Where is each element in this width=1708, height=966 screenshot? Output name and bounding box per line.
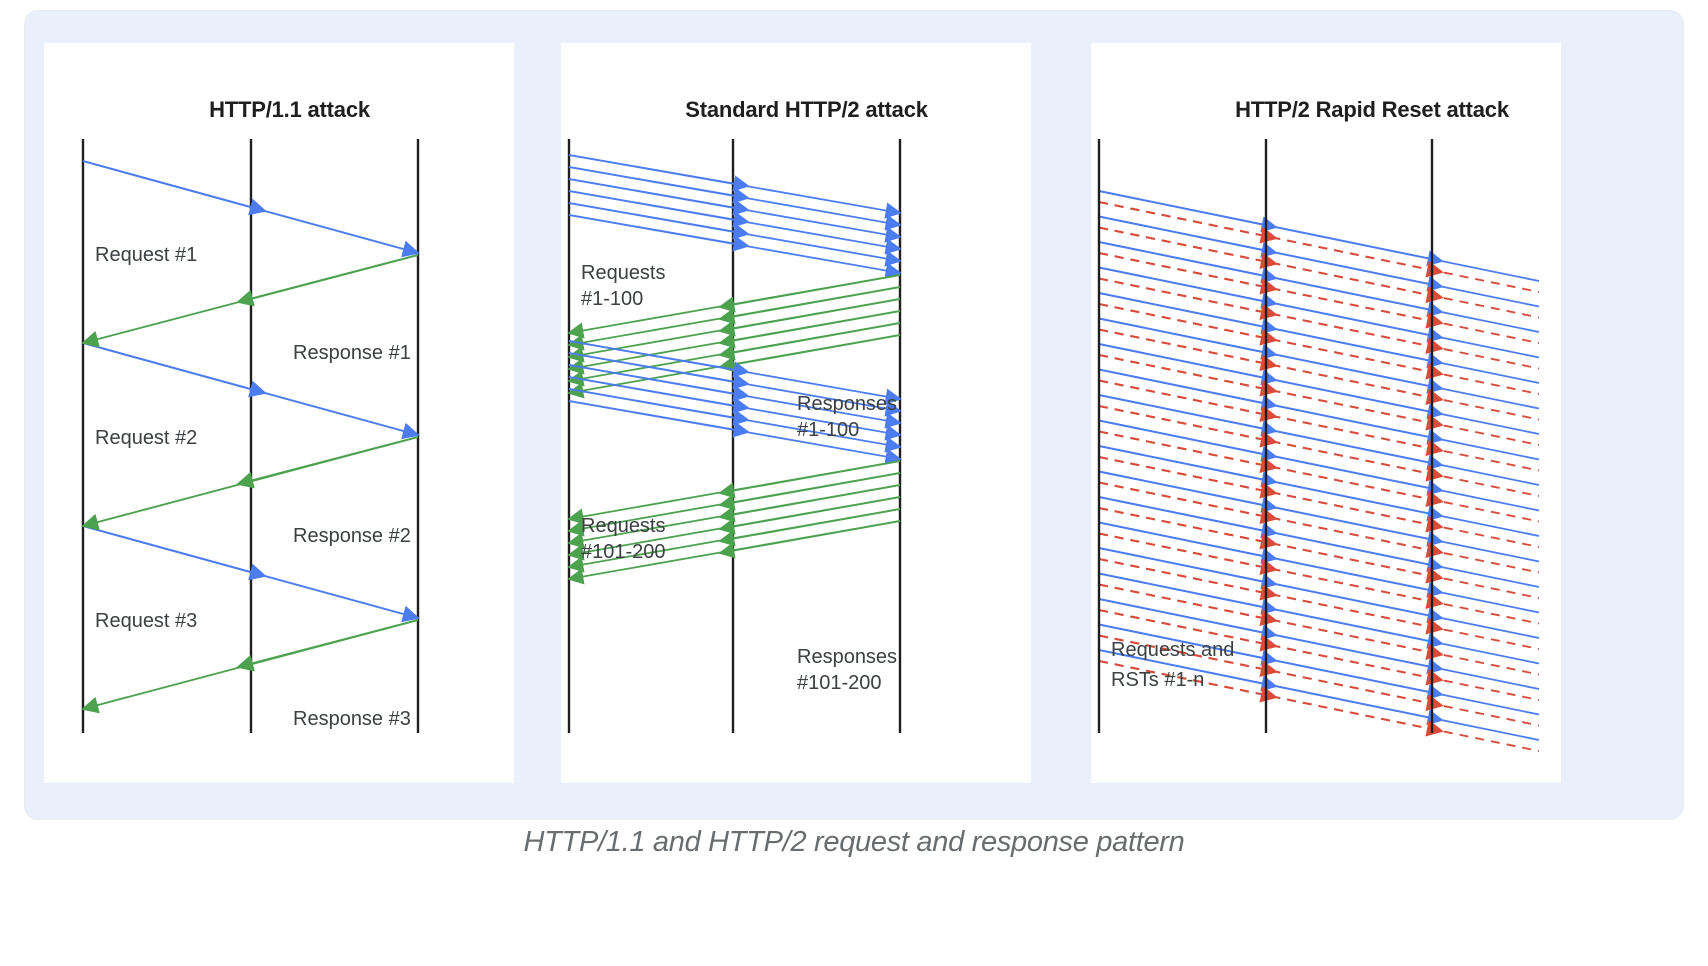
- panel-http11: HTTP/1.1 attack: [35, 21, 544, 811]
- panel-http2-standard-title: Standard HTTP/2 attack: [685, 97, 928, 122]
- figure-caption: HTTP/1.1 and HTTP/2 request and response…: [523, 826, 1185, 858]
- panel-http2-standard-card: [561, 43, 1031, 783]
- panel-http11-title: HTTP/1.1 attack: [209, 97, 370, 122]
- panel-http2-standard: Standard HTTP/2 attack: [552, 21, 1061, 811]
- panel-http2-rapid-reset-card: [1091, 43, 1561, 783]
- figure-frame: HTTP/1.1 attack: [24, 10, 1684, 820]
- panel-http2-rapid-reset-title: HTTP/2 Rapid Reset attack: [1235, 97, 1509, 122]
- panel-http11-card: [44, 43, 514, 783]
- panel-http2-rapid-reset: HTTP/2 Rapid Reset attack: [1069, 21, 1675, 811]
